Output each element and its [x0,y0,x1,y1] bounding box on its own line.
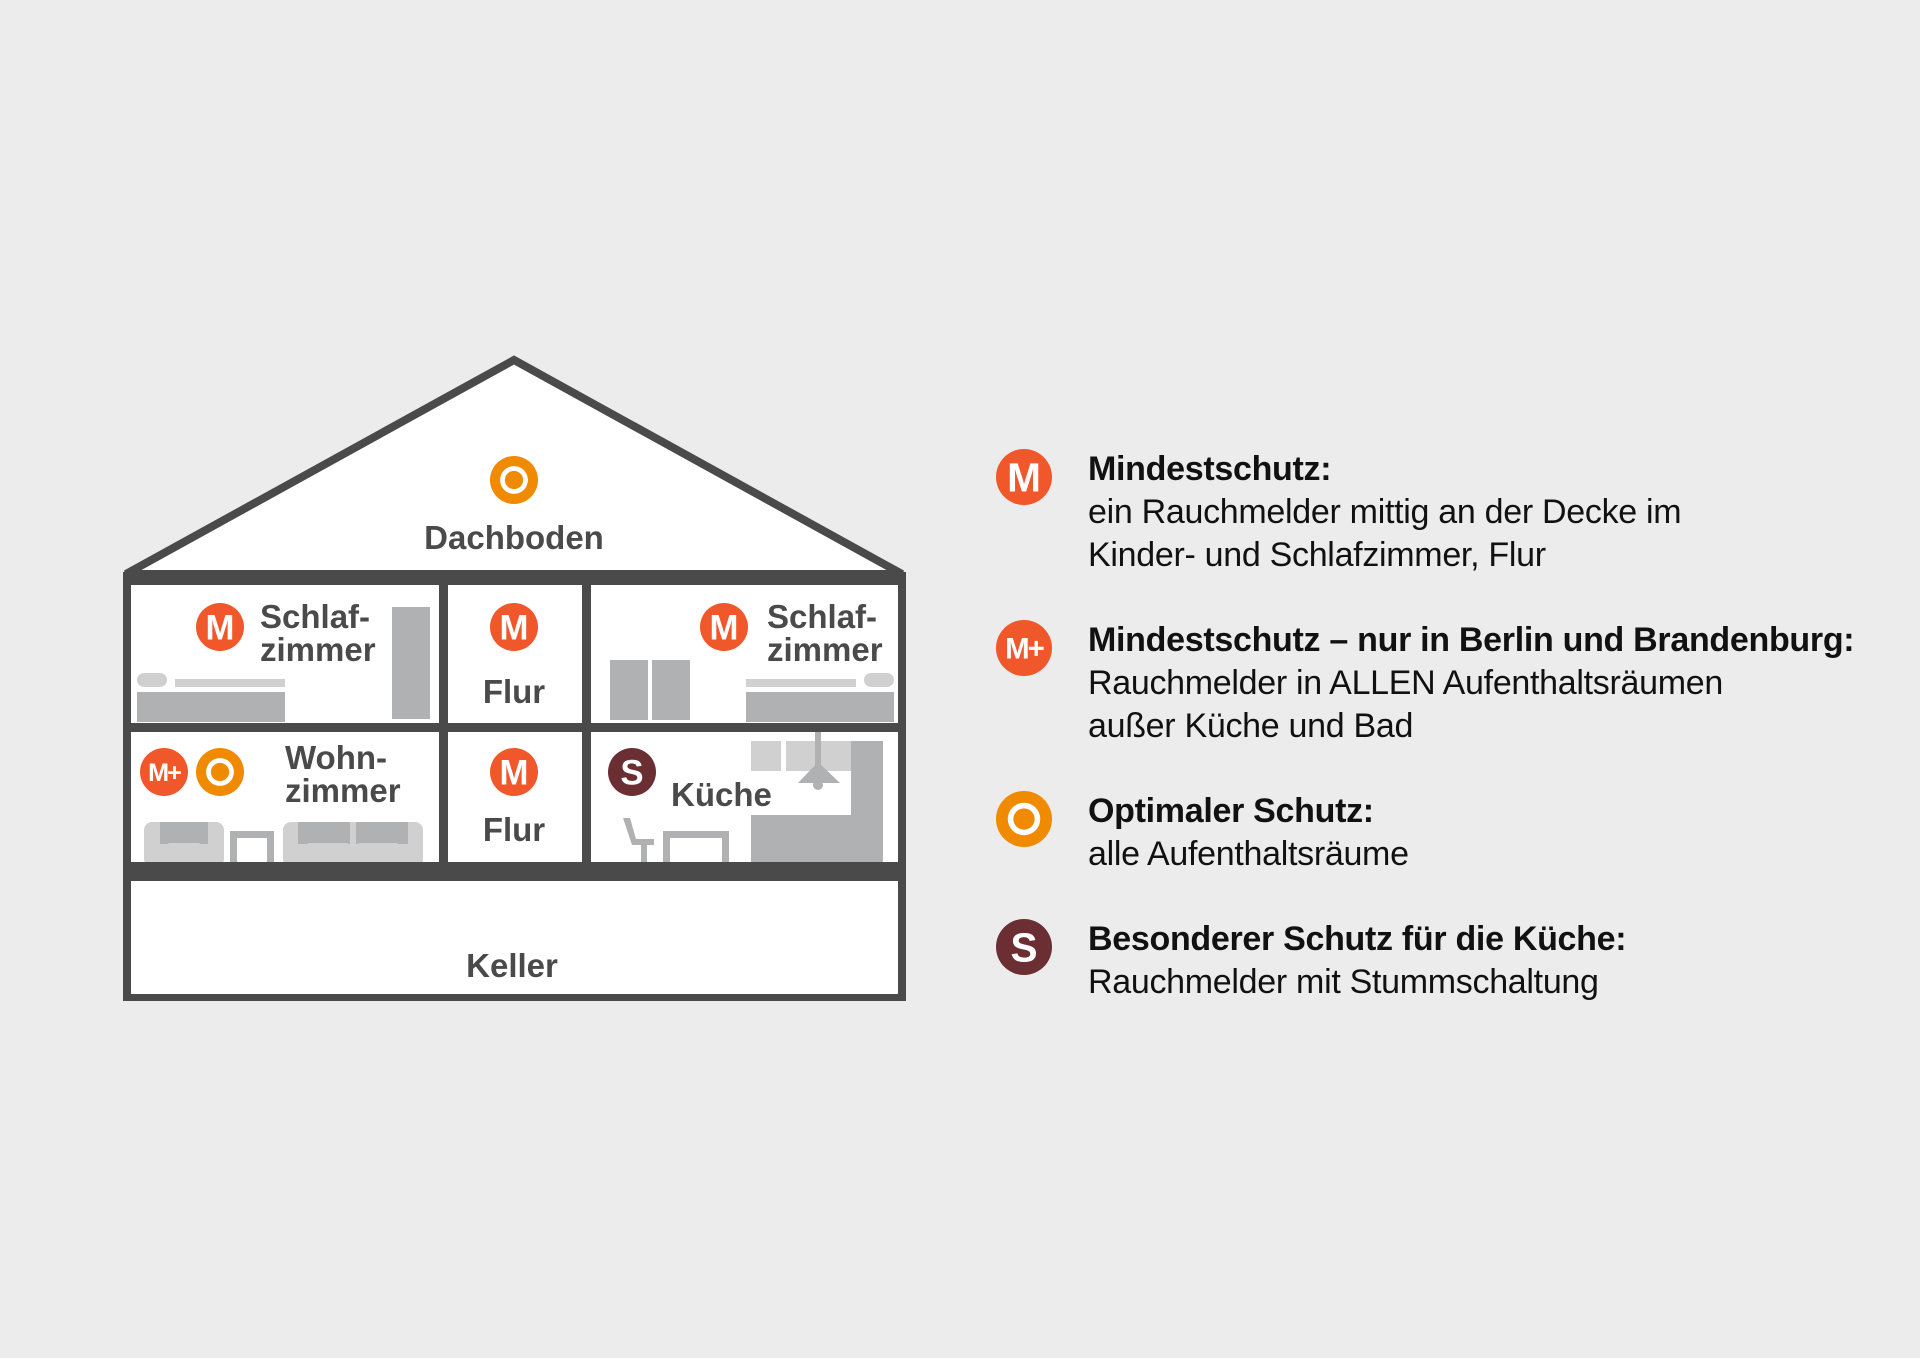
legend-title: Besonderer Schutz für die Küche: [1088,920,1627,958]
upper-cabinet-1 [751,741,781,771]
sofa-seat-1 [306,843,350,867]
range-hood-pipe [815,731,821,765]
legend-desc-line: alle Aufenthaltsräume [1088,835,1409,873]
legend-desc-line: Rauchmelder in ALLEN Aufenthaltsräumen [1088,664,1723,702]
svg-text:M: M [500,754,529,793]
svg-text:M: M [1007,455,1041,501]
floor-middle [123,723,906,732]
label-basement: Keller [466,947,558,984]
label-bedroom-right-1: Schlaf- [767,598,877,635]
hood-light [813,780,823,790]
svg-text:M: M [500,609,529,648]
bed [746,692,894,722]
room-icons: M M M M+ M S [140,456,748,796]
wall-divider-1 [439,580,448,865]
label-hallway-upper: Flur [483,673,545,710]
wall-outer-left [123,572,131,1001]
minimum-protection-icon: M [996,449,1052,505]
legend-title: Mindestschutz: [1088,450,1332,488]
minimum-protection-icon: M [996,449,1052,505]
wardrobe [392,607,430,719]
armchair-back [160,822,208,844]
svg-text:M+: M+ [1005,633,1043,666]
bedroom-right-furniture [610,660,894,722]
wall-outer-right [898,572,906,1001]
optimal-protection-icon [196,748,244,796]
cabinet-right [652,660,690,720]
svg-text:M+: M+ [148,759,181,787]
bedroom-left-furniture [137,607,430,722]
kitchen-protection-icon: S [996,919,1052,975]
chair-leg [641,845,647,867]
minimum-protection-icon: M [700,603,748,651]
cabinet-left [610,660,648,720]
legend-item-minimum-berlin-brandenburg: M+ Mindestschutz – nur in Berlin und Bra… [995,619,1895,748]
legend-item-minimum: M Mindestschutz: ein Rauchmelder mittig … [995,448,1895,577]
floor-slab [123,862,906,881]
label-hallway-lower: Flur [483,811,545,848]
svg-text:S: S [620,754,643,793]
wall-divider-2 [582,580,591,865]
minimum-berlin-brandenburg-icon: M+ [140,748,188,796]
bed-sheet [175,679,285,687]
minimum-berlin-brandenburg-icon: M+ [996,620,1052,676]
label-kitchen: Küche [671,776,772,813]
range-hood [798,762,840,783]
armchair-seat [166,843,202,867]
svg-text:S: S [1010,925,1037,971]
label-living-room-1: Wohn- [285,739,387,776]
walls [123,572,906,1001]
living-room-furniture [144,822,423,867]
sofa-seat-2 [356,843,400,867]
legend-title: Mindestschutz – nur in Berlin und Brande… [1088,621,1855,659]
label-bedroom-right-2: zimmer [767,631,883,668]
legend-item-optimal: Optimaler Schutz: alle Aufenthaltsräume [995,790,1895,876]
floor-attic [123,576,906,585]
kitchen-furniture [623,731,883,867]
bed-pillow [137,673,167,687]
optimal-protection-icon [996,791,1052,847]
legend-desc-line: außer Küche und Bad [1088,707,1414,745]
bed-pillow [864,673,894,687]
legend: M Mindestschutz: ein Rauchmelder mittig … [995,448,1895,1004]
minimum-protection-icon: M [490,748,538,796]
chair [623,818,654,845]
minimum-berlin-brandenburg-icon: M+ [996,620,1052,676]
minimum-protection-icon: M [490,603,538,651]
floor-bottom [123,994,906,1001]
minimum-protection-icon: M [196,603,244,651]
bed-sheet [746,679,856,687]
label-living-room-2: zimmer [285,772,401,809]
kitchen-protection-icon: S [996,919,1052,975]
label-bedroom-left-1: Schlaf- [260,598,370,635]
svg-text:M: M [206,609,235,648]
legend-title: Optimaler Schutz: [1088,792,1374,830]
legend-desc-line: Rauchmelder mit Stummschaltung [1088,963,1599,1001]
optimal-protection-icon [996,791,1052,847]
legend-desc-line: Kinder- und Schlafzimmer, Flur [1088,536,1546,574]
legend-desc-line: ein Rauchmelder mittig an der Decke im [1088,493,1682,531]
legend-item-kitchen: S Besonderer Schutz für die Küche: Rauch… [995,918,1895,1004]
label-attic: Dachboden [424,519,604,556]
sofa-back-1 [298,822,350,844]
kitchen-protection-icon: S [608,748,656,796]
label-bedroom-left-2: zimmer [260,631,376,668]
sofa-back-2 [356,822,408,844]
optimal-protection-icon [490,456,538,504]
svg-text:M: M [710,609,739,648]
bed [137,692,285,722]
counter [751,815,883,867]
